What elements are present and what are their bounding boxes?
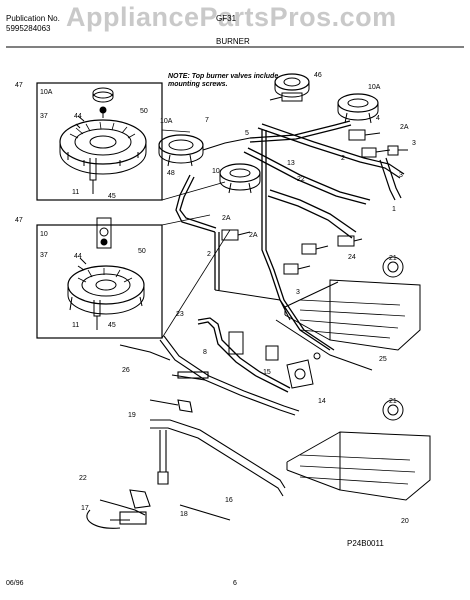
mounting-note: NOTE: Top burner valves include mounting… [168,73,279,88]
callout-11-a: 11 [72,189,80,196]
callout-15: 15 [263,369,271,376]
model-prefix: G [216,14,223,23]
callout-48: 48 [167,170,175,177]
drawing-reference: P24B0011 [347,539,384,548]
burner-box-brackets [214,289,373,389]
callout-4: 4 [376,115,380,122]
callout-37-a: 37 [40,113,48,120]
callout-22-b: 22 [79,475,87,482]
callout-18: 18 [180,511,188,518]
callout-44-a: 44 [74,113,82,120]
oven-supply-pipe [197,317,291,393]
callout-10a-c: 10A [160,118,173,125]
callout-21-a: 21 [389,255,397,262]
detail-leaders [161,129,231,339]
callout-3-b: 3 [399,172,403,179]
right-rear-burner [269,73,379,124]
callout-10a-d: 10A [368,84,381,91]
callout-25: 25 [379,356,387,363]
burner-valves [221,129,408,275]
gas-tubing [175,120,371,351]
watermark: AppliancePartsPros.com [66,2,397,32]
detail-box-10a [36,82,163,201]
callout-26: 26 [122,367,130,374]
section-title: BURNER [216,37,250,46]
callout-47-b: 47 [15,217,23,224]
callout-50-a: 50 [140,108,148,115]
callout-13: 13 [287,160,295,167]
callout-47-a: 47 [15,82,23,89]
callout-3-a: 3 [412,140,416,147]
callout-22-a: 22 [297,176,305,183]
callout-50-b: 50 [138,248,146,255]
footer-page: 6 [233,580,237,587]
callout-14: 14 [318,398,326,405]
callout-5: 5 [245,130,249,137]
callout-3-c: 3 [296,289,300,296]
callout-2-a: 2 [341,155,345,162]
callout-10-c: 10 [212,168,220,175]
manifold-pipe [257,123,405,201]
callout-2a-c: 2A [249,232,258,239]
callout-11-b: 11 [72,322,80,329]
callout-24: 24 [348,254,356,261]
callout-10-b: 10 [40,231,48,238]
callout-23: 23 [176,311,184,318]
callout-16: 16 [225,497,233,504]
callout-20: 20 [401,518,409,525]
model-rest: F31 [222,14,237,23]
callout-19: 19 [128,412,136,419]
callout-8: 8 [203,349,207,356]
callout-45-a: 45 [108,193,116,200]
oven-burner-assembly [86,335,300,529]
bake-burner-baffles [284,256,431,501]
callout-17: 17 [81,505,89,512]
callout-37-b: 37 [40,252,48,259]
callout-46: 46 [314,72,322,79]
left-rear-burner [158,134,251,167]
callout-2a-a: 2A [222,215,231,222]
callout-7: 7 [205,117,209,124]
left-front-burner [219,163,261,194]
footer-date: 06/96 [6,580,24,587]
callout-45-b: 45 [108,322,116,329]
callout-1: 1 [392,206,396,213]
callout-10a-a: 10A [40,89,53,96]
callout-2-b: 2 [207,251,211,258]
publication-label: Publication No. [6,14,60,23]
callout-44-b: 44 [74,253,82,260]
publication-number: 5995284063 [6,24,51,33]
model-number: GF31 [216,14,236,23]
callout-21-b: 21 [389,398,397,405]
detail-box-10 [36,217,163,339]
callout-2a-b: 2A [400,124,409,131]
